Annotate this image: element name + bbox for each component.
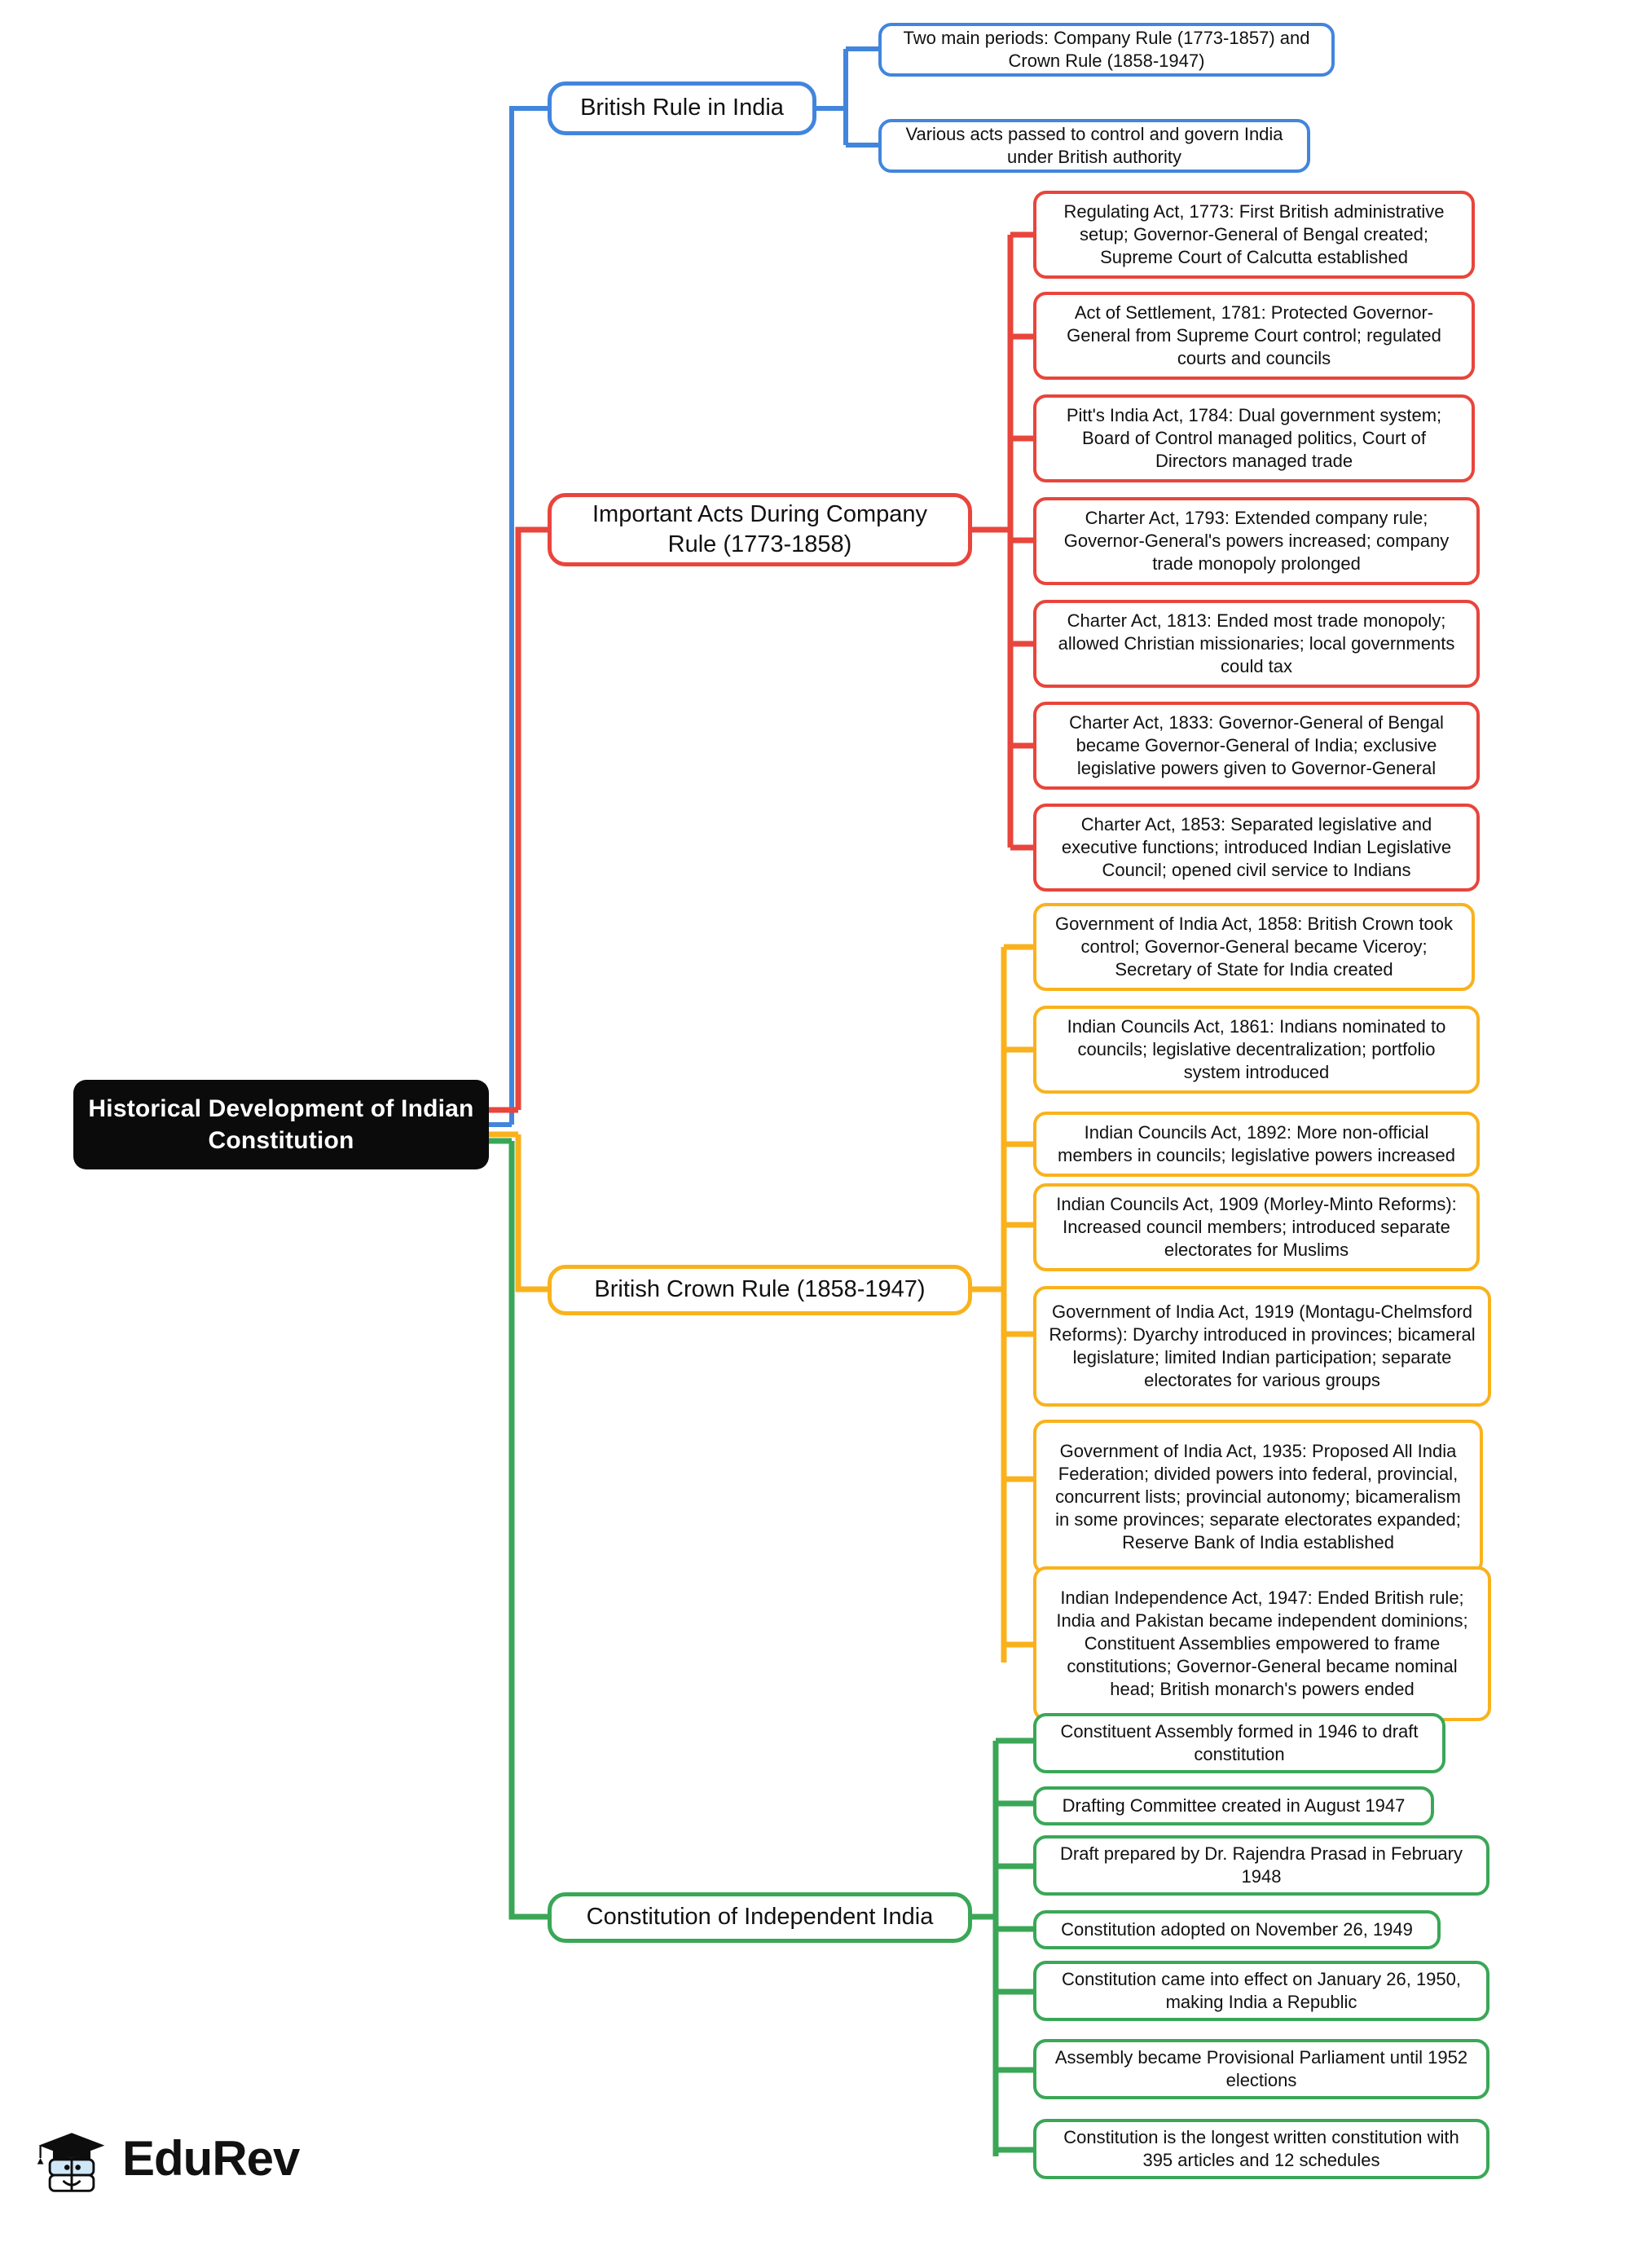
leaf-node[interactable]: Act of Settlement, 1781: Protected Gover… xyxy=(1033,292,1475,380)
leaf-node[interactable]: Charter Act, 1833: Governor-General of B… xyxy=(1033,702,1480,790)
leaf-label: Constitution came into effect on January… xyxy=(1061,1968,1461,2012)
leaf-label: Charter Act, 1853: Separated legislative… xyxy=(1061,813,1452,881)
leaf-node[interactable]: Constituent Assembly formed in 1946 to d… xyxy=(1033,1713,1445,1773)
leaf-label: Two main periods: Company Rule (1773-185… xyxy=(903,27,1310,71)
leaf-node[interactable]: Indian Independence Act, 1947: Ended Bri… xyxy=(1033,1566,1491,1721)
leaf-label: Various acts passed to control and gover… xyxy=(905,123,1283,167)
branch-british-rule-in-india[interactable]: British Rule in India xyxy=(548,81,816,135)
leaf-node[interactable]: Indian Councils Act, 1892: More non-offi… xyxy=(1033,1112,1480,1177)
leaf-label: Constituent Assembly formed in 1946 to d… xyxy=(1060,1720,1419,1764)
leaf-node[interactable]: Government of India Act, 1919 (Montagu-C… xyxy=(1033,1286,1491,1407)
branch-british-crown-rule[interactable]: British Crown Rule (1858-1947) xyxy=(548,1265,972,1315)
leaf-node[interactable]: Assembly became Provisional Parliament u… xyxy=(1033,2039,1489,2099)
branch-label: British Crown Rule (1858-1947) xyxy=(594,1276,926,1303)
leaf-node[interactable]: Indian Councils Act, 1861: Indians nomin… xyxy=(1033,1006,1480,1094)
leaf-node[interactable]: Charter Act, 1853: Separated legislative… xyxy=(1033,804,1480,892)
leaf-node[interactable]: Drafting Committee created in August 194… xyxy=(1033,1786,1434,1825)
branch-label: Constitution of Independent India xyxy=(586,1904,934,1931)
branch-important-acts-during-company-rule[interactable]: Important Acts During Company Rule (1773… xyxy=(548,493,972,566)
branch-label: British Rule in India xyxy=(580,95,784,121)
leaf-node[interactable]: Pitt's India Act, 1784: Dual government … xyxy=(1033,394,1475,482)
leaf-label: Government of India Act, 1919 (Montagu-C… xyxy=(1049,1301,1476,1391)
leaf-label: Government of India Act, 1935: Proposed … xyxy=(1055,1440,1461,1553)
leaf-node[interactable]: Two main periods: Company Rule (1773-185… xyxy=(878,23,1335,77)
leaf-node[interactable]: Government of India Act, 1858: British C… xyxy=(1033,903,1475,991)
edurev-logo: EduRev xyxy=(33,2119,300,2197)
leaf-label: Indian Councils Act, 1909 (Morley-Minto … xyxy=(1056,1193,1457,1261)
leaf-node[interactable]: Charter Act, 1793: Extended company rule… xyxy=(1033,497,1480,585)
graduation-cap-book-mascot-icon xyxy=(37,2133,105,2192)
leaf-label: Charter Act, 1793: Extended company rule… xyxy=(1063,507,1450,575)
leaf-label: Constitution is the longest written cons… xyxy=(1063,2126,1459,2170)
leaf-label: Constitution adopted on November 26, 194… xyxy=(1061,1918,1413,1940)
leaf-node[interactable]: Regulating Act, 1773: First British admi… xyxy=(1033,191,1475,279)
leaf-node[interactable]: Constitution adopted on November 26, 194… xyxy=(1033,1910,1441,1949)
branch-label: Important Acts During Company Rule (1773… xyxy=(592,500,927,557)
root-node[interactable]: Historical Development of Indian Constit… xyxy=(73,1080,489,1169)
leaf-label: Draft prepared by Dr. Rajendra Prasad in… xyxy=(1059,1843,1463,1887)
leaf-node[interactable]: Draft prepared by Dr. Rajendra Prasad in… xyxy=(1033,1835,1489,1896)
leaf-label: Charter Act, 1833: Governor-General of B… xyxy=(1069,711,1444,779)
leaf-node[interactable]: Constitution came into effect on January… xyxy=(1033,1961,1489,2021)
leaf-label: Charter Act, 1813: Ended most trade mono… xyxy=(1058,610,1455,677)
branch-constitution-of-independent-india[interactable]: Constitution of Independent India xyxy=(548,1892,972,1943)
leaf-node[interactable]: Government of India Act, 1935: Proposed … xyxy=(1033,1420,1483,1574)
leaf-label: Indian Independence Act, 1947: Ended Bri… xyxy=(1056,1587,1468,1700)
leaf-node[interactable]: Various acts passed to control and gover… xyxy=(878,119,1310,173)
leaf-node[interactable]: Indian Councils Act, 1909 (Morley-Minto … xyxy=(1033,1183,1480,1271)
leaf-label: Act of Settlement, 1781: Protected Gover… xyxy=(1067,302,1441,369)
root-node-label: Historical Development of Indian Constit… xyxy=(88,1095,474,1154)
leaf-label: Pitt's India Act, 1784: Dual government … xyxy=(1066,404,1442,472)
leaf-label: Indian Councils Act, 1861: Indians nomin… xyxy=(1067,1015,1446,1083)
edurev-wordmark: EduRev xyxy=(122,2130,300,2186)
leaf-label: Drafting Committee created in August 194… xyxy=(1062,1795,1406,1816)
leaf-node[interactable]: Charter Act, 1813: Ended most trade mono… xyxy=(1033,600,1480,688)
leaf-node[interactable]: Constitution is the longest written cons… xyxy=(1033,2119,1489,2179)
leaf-label: Indian Councils Act, 1892: More non-offi… xyxy=(1058,1121,1455,1165)
leaf-label: Government of India Act, 1858: British C… xyxy=(1055,913,1453,980)
leaf-label: Assembly became Provisional Parliament u… xyxy=(1054,2046,1468,2090)
leaf-label: Regulating Act, 1773: First British admi… xyxy=(1063,200,1445,268)
